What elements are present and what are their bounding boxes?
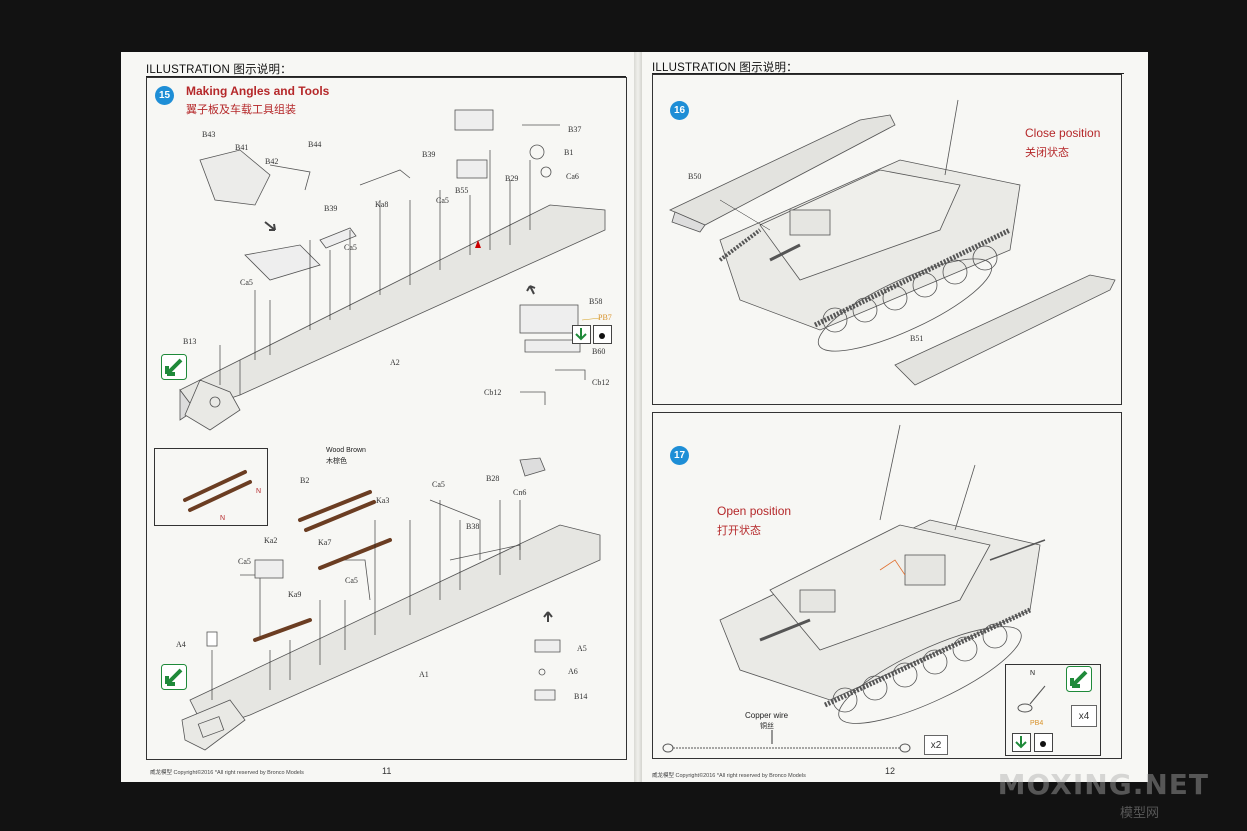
inset-label-pb4: PB4 <box>1030 720 1044 727</box>
step-15-title-zh: 翼子板及车载工具组装 <box>186 104 296 116</box>
part-label: Ca6 <box>566 172 579 181</box>
quantity-x4-badge: x4 <box>1071 705 1097 727</box>
glue-and-photoetch-icons <box>1012 733 1053 752</box>
part-label: Ka2 <box>264 536 278 545</box>
right-header-rule <box>652 73 1124 74</box>
part-label: B29 <box>505 174 519 183</box>
part-label: Cn6 <box>513 488 527 497</box>
part-label: Ka9 <box>288 590 302 599</box>
inset-label-n: N <box>256 488 262 495</box>
close-position-zh: 关闭状态 <box>1025 147 1069 159</box>
part-label: Cb12 <box>484 388 502 397</box>
quantity-x2-badge: x2 <box>924 735 948 755</box>
part-label: A4 <box>176 640 186 649</box>
right-page-number: 12 <box>885 766 896 776</box>
watermark-zh: 模型网 <box>1119 805 1159 820</box>
part-label: B13 <box>183 337 197 346</box>
step-15-title-en: Making Angles and Tools <box>186 84 330 98</box>
part-label: Ca5 <box>345 576 358 585</box>
part-label: B51 <box>910 334 924 343</box>
part-label: Ka7 <box>318 538 332 547</box>
step-15-badge: 15 <box>155 86 174 105</box>
left-step-frame <box>146 77 627 760</box>
part-label: B58 <box>589 297 603 306</box>
left-footer: 威龙模型 Copyright©2016 *All right reserved … <box>150 770 304 776</box>
glue-and-photoetch-icons <box>572 325 612 344</box>
paint-callout-zh: 木棕色 <box>326 458 347 465</box>
part-label: B37 <box>568 125 582 134</box>
part-label: B2 <box>300 476 310 485</box>
part-label: B39 <box>324 204 338 213</box>
part-label: A5 <box>577 644 587 653</box>
paint-callout-en: Wood Brown <box>326 447 366 454</box>
part-label: B14 <box>574 692 588 701</box>
open-position-zh: 打开状态 <box>717 525 761 537</box>
part-label: Ca5 <box>238 557 251 566</box>
reverse-side-icon <box>1066 666 1092 692</box>
left-header: ILLUSTRATION 图示说明： <box>146 64 292 76</box>
open-position-en: Open position <box>717 504 792 518</box>
part-label: Ca5 <box>436 196 449 205</box>
part-label: B60 <box>592 347 606 356</box>
part-label: PB7 <box>598 313 612 322</box>
inset-label-n: N <box>1030 670 1036 677</box>
part-label: A6 <box>568 667 578 676</box>
antenna-mount-drawing <box>1017 685 1046 713</box>
part-label: B50 <box>688 172 702 181</box>
part-label: B38 <box>466 522 480 531</box>
part-label: B39 <box>422 150 436 159</box>
left-page-number: 11 <box>382 766 392 776</box>
part-label: B43 <box>202 130 216 139</box>
part-label: Ka3 <box>376 496 390 505</box>
step-16-frame <box>652 74 1122 405</box>
part-label: A2 <box>390 358 400 367</box>
part-label: Ca5 <box>432 480 445 489</box>
part-label: Cb12 <box>592 378 610 387</box>
part-label: B44 <box>308 140 322 149</box>
inset-label-n: N <box>220 515 226 522</box>
watermark: MOXING.NET <box>997 768 1209 801</box>
part-label: B42 <box>265 157 279 166</box>
step-17-frame <box>652 412 1122 759</box>
step-17-badge: 17 <box>670 446 689 465</box>
reverse-side-icon <box>161 664 187 690</box>
left-header-rule <box>146 76 626 77</box>
part-label: A1 <box>419 670 429 679</box>
step-16-badge: 16 <box>670 101 689 120</box>
part-label: B1 <box>564 148 574 157</box>
copper-wire-label-zh: 铜丝 <box>760 723 774 730</box>
spine <box>634 52 642 782</box>
part-label: B41 <box>235 143 249 152</box>
part-label: B55 <box>455 186 469 195</box>
close-position-en: Close position <box>1025 126 1101 140</box>
copper-wire-label-en: Copper wire <box>745 711 789 720</box>
part-label: Ca5 <box>344 243 357 252</box>
part-label: Ca5 <box>240 278 253 287</box>
part-label: B28 <box>486 474 500 483</box>
part-label: Ka8 <box>375 200 389 209</box>
reverse-side-icon <box>161 354 187 380</box>
right-header: ILLUSTRATION 图示说明： <box>652 62 798 74</box>
right-footer: 威龙模型 Copyright©2016 *All right reserved … <box>652 773 806 779</box>
